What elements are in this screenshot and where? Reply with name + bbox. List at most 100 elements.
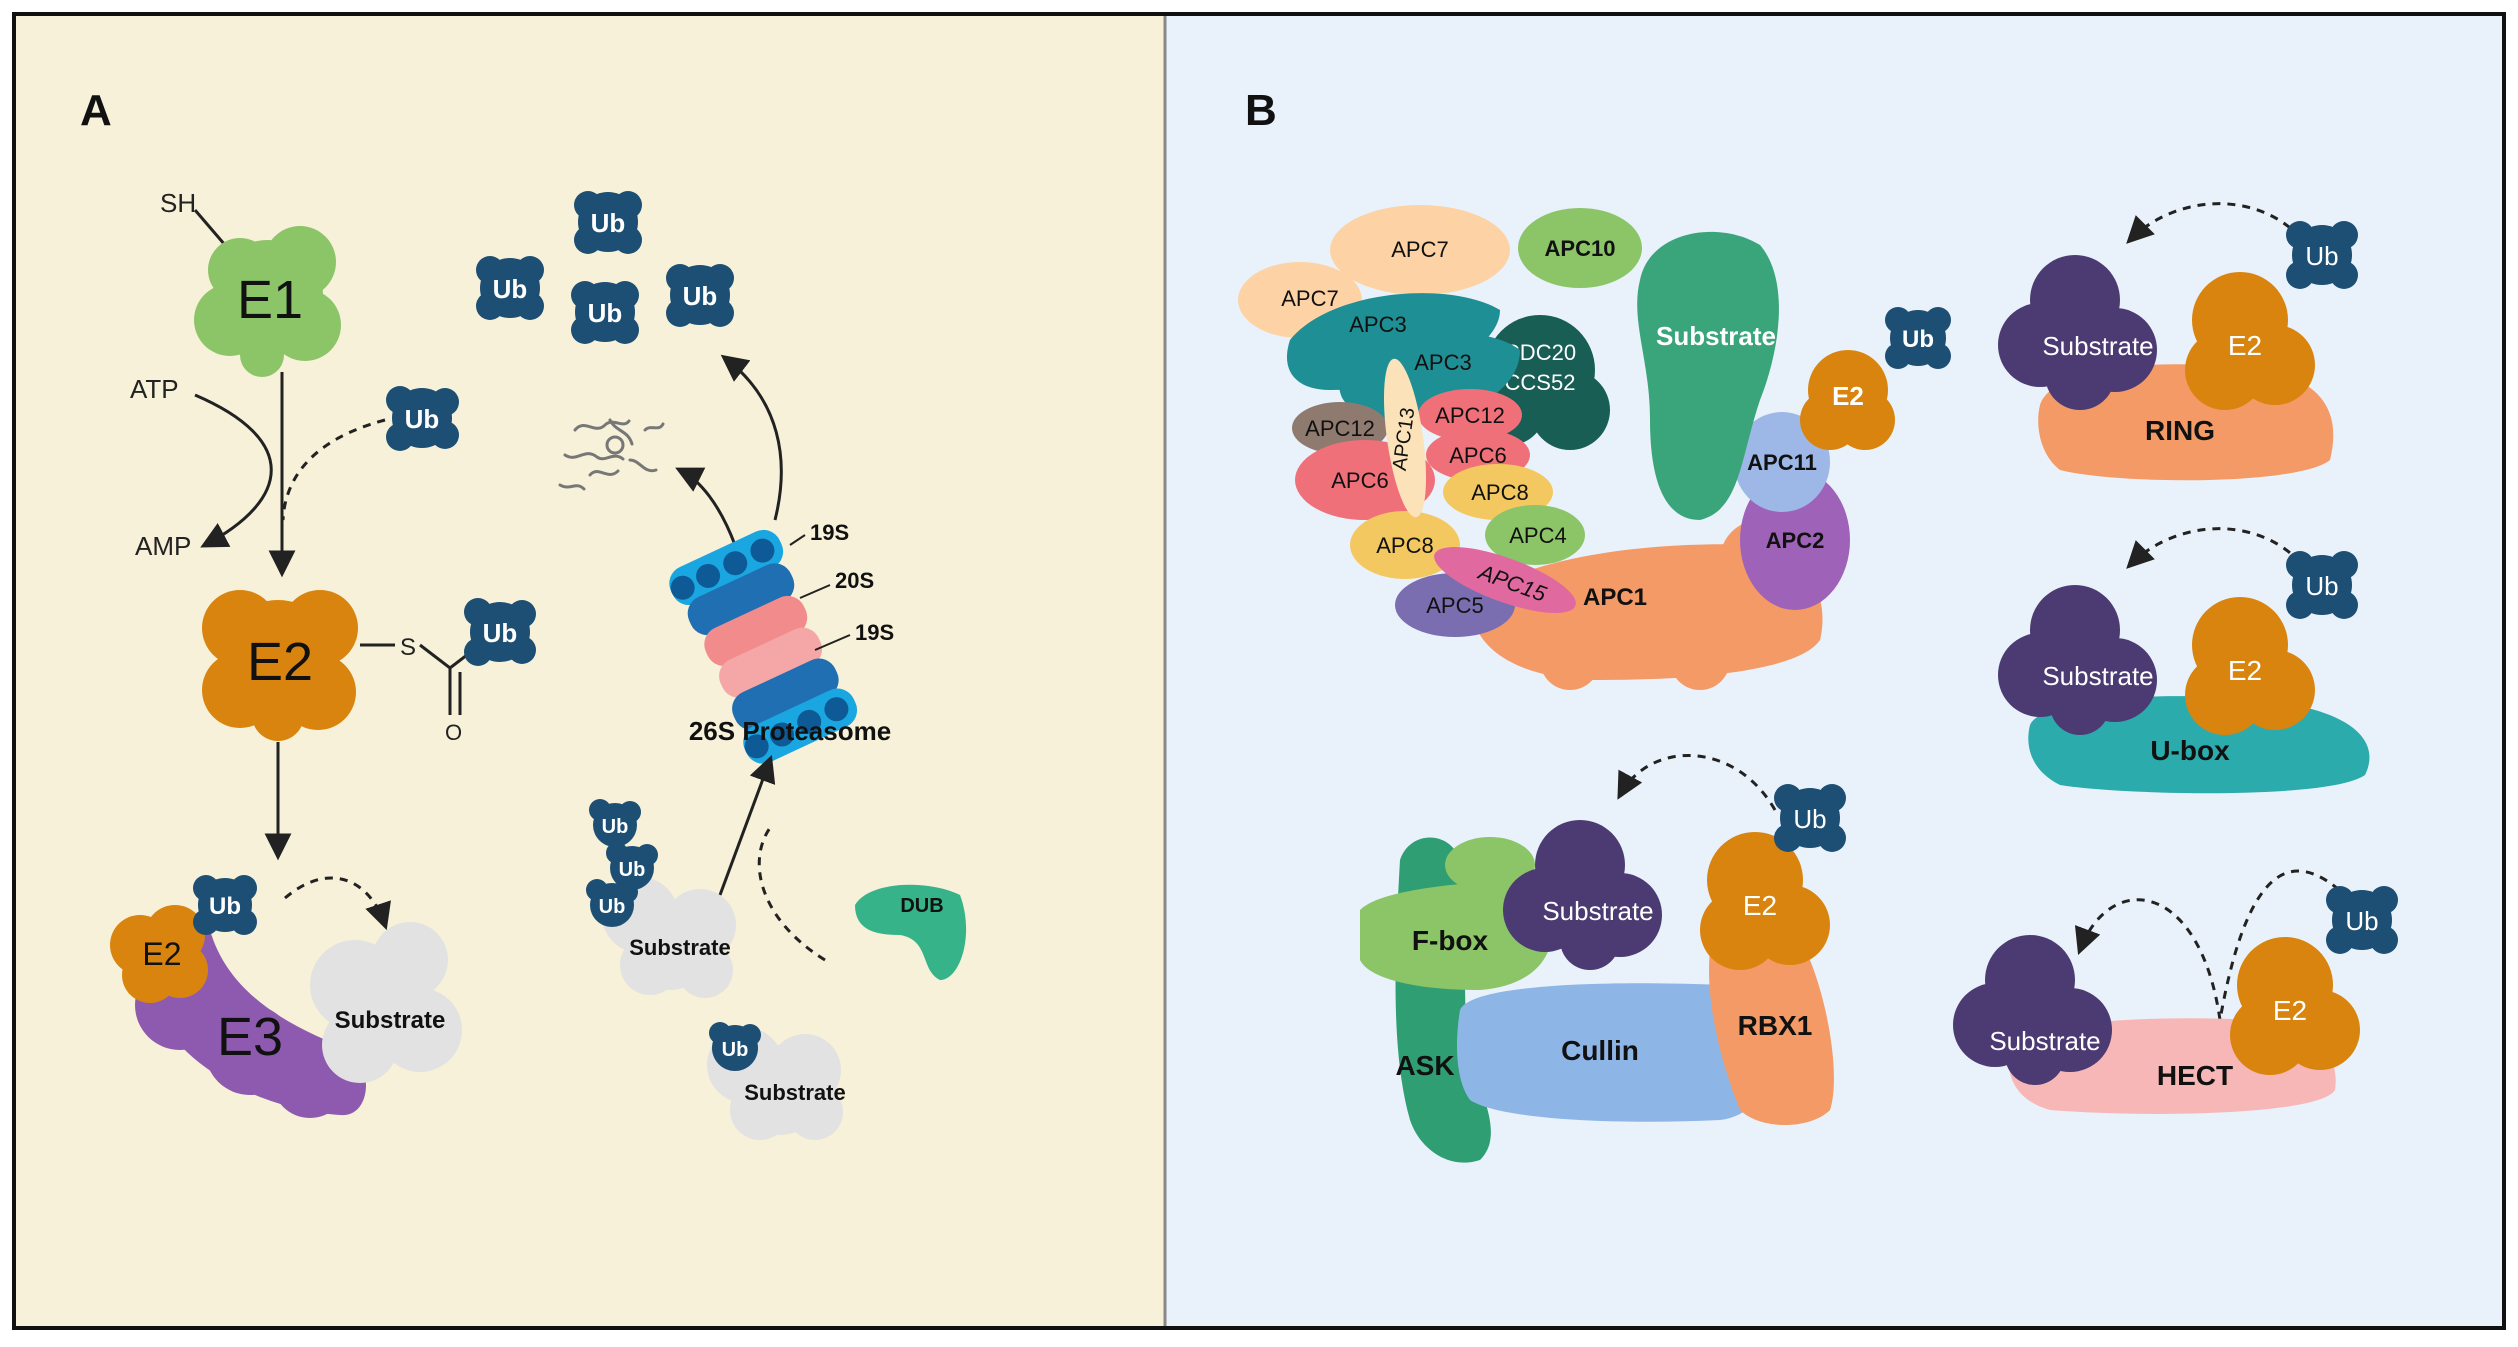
atp-amp-arrow [194, 393, 273, 548]
cullin-label: Cullin [1561, 1035, 1639, 1066]
apc4-subunit [1485, 505, 1585, 565]
o-label: O [445, 720, 462, 745]
sh-bond [193, 209, 227, 246]
apc13-subunit [1383, 358, 1427, 518]
atp-label: ATP [130, 374, 179, 404]
ub-cluster-4: Ub [666, 264, 734, 327]
proteasome-to-fragments-arrow [675, 467, 737, 546]
apc8-left-subunit [1350, 511, 1460, 579]
label-20s: 20S [835, 568, 874, 593]
polyub-ub-3-label: Ub [599, 896, 626, 918]
e1-label: E1 [237, 270, 303, 330]
apc-e2-label: E2 [1832, 381, 1864, 411]
apc11-label: APC11 [1747, 450, 1817, 475]
hect-ub-label: Ub [2345, 906, 2378, 936]
ccs52-label: CCS52 [1505, 370, 1576, 395]
apc4-label: APC4 [1509, 523, 1566, 548]
scf-dashed-arrow [1617, 754, 1777, 811]
apc15-subunit [1434, 547, 1576, 613]
label-19s-bottom-leader [814, 634, 851, 651]
polyub-ub-2: Ub [606, 842, 658, 890]
polyub-substrate-protein [602, 877, 736, 998]
cullin-subunit [1457, 983, 1770, 1122]
ub-to-e1-dashed-arrow [281, 418, 386, 521]
monoub-substrate-label: Substrate [744, 1080, 845, 1105]
figure-frame [12, 12, 2506, 1330]
rbx1-label: RBX1 [1738, 1010, 1813, 1041]
sh-label: SH [160, 188, 196, 218]
apc1-label: APC1 [1583, 584, 1647, 611]
apc5-label: APC5 [1426, 593, 1483, 618]
panel-a-letter: A [80, 86, 112, 135]
scf-e2-label: E2 [1743, 890, 1777, 921]
ring-label: RING [2145, 415, 2215, 446]
panel-b-letter: B [1245, 86, 1277, 135]
scf-ub-label: Ub [1793, 804, 1826, 834]
ubox-e2-enzyme [2185, 597, 2315, 735]
scf-e2-enzyme [1700, 832, 1830, 970]
apc6-left-label: APC6 [1331, 468, 1388, 493]
apc3-back-label: APC3 [1349, 312, 1406, 337]
dub-protein [855, 884, 967, 980]
scf-substrate-protein [1503, 820, 1662, 970]
label-19s-top: 19S [810, 520, 849, 545]
scf-ub-icon: Ub [1774, 784, 1846, 852]
ub-transfer-dashed-arrow [284, 876, 391, 931]
ring-substrate-label: Substrate [2042, 331, 2153, 361]
ub-free-icon: Ub [386, 386, 459, 451]
hect-substrate-protein [1953, 935, 2112, 1085]
hect-ub-icon: Ub [2326, 886, 2398, 954]
ub-cluster-1-label: Ub [591, 208, 626, 238]
ub-cluster-3-label: Ub [588, 298, 623, 328]
ubox-substrate-protein [1998, 585, 2157, 735]
apc-substrate-label: Substrate [1656, 321, 1776, 351]
apc3-front-label: APC3 [1414, 350, 1471, 375]
apc8-right-label: APC8 [1471, 480, 1528, 505]
rbx1-subunit [1709, 936, 1834, 1125]
polyub-substrate-label: Substrate [629, 935, 730, 960]
apc12-right-subunit [1418, 389, 1522, 441]
substrate-to-proteasome-arrow [718, 754, 776, 896]
ubox-ub-label: Ub [2305, 571, 2338, 601]
apc12-right-label: APC12 [1435, 403, 1505, 428]
polyub-ub-3: Ub [586, 879, 638, 927]
substrate-e3-protein [310, 922, 462, 1083]
proteasome-label: 26S Proteasome [689, 716, 891, 746]
polyub-ub-2-label: Ub [619, 859, 646, 881]
ub-e2-label: Ub [483, 618, 518, 648]
ring-e2-label: E2 [2228, 330, 2262, 361]
proteasome-to-ub-arrow [720, 354, 783, 521]
apc2-label: APC2 [1766, 528, 1825, 553]
scf-substrate-label: Substrate [1542, 896, 1653, 926]
label-19s-bottom: 19S [855, 620, 894, 645]
hect-label: HECT [2157, 1060, 2233, 1091]
ubox-ub-icon: Ub [2286, 551, 2358, 619]
apc-ub-label: Ub [1902, 326, 1934, 353]
dub-label: DUB [900, 895, 943, 917]
label-19s-top-leader [789, 534, 806, 546]
apc7-front-subunit [1330, 205, 1510, 295]
ub-cluster-4-label: Ub [683, 281, 718, 311]
e3-label: E3 [217, 1007, 283, 1067]
amp-label: AMP [135, 531, 191, 561]
ask-label: ASK [1395, 1050, 1454, 1081]
ring-e2-enzyme [2185, 272, 2315, 410]
apc6-right-label: APC6 [1449, 443, 1506, 468]
ring-ub-icon: Ub [2286, 221, 2358, 289]
e2-small-enzyme [110, 905, 208, 1003]
peptide-fragments [558, 418, 665, 491]
ub-cluster-2: Ub [476, 256, 544, 320]
e2-enzyme [202, 590, 358, 741]
e1-enzyme [194, 226, 341, 377]
e2-small-label: E2 [142, 936, 181, 972]
ubox-label: U-box [2150, 735, 2230, 766]
hect-substrate-label: Substrate [1989, 1026, 2100, 1056]
hect-dashed-arrow-2 [2074, 869, 2352, 1021]
ubox-e2-label: E2 [2228, 655, 2262, 686]
apc7-back-label: APC7 [1281, 286, 1338, 311]
ub-e2-icon: Ub [464, 598, 536, 666]
polyub-ub-1: Ub [589, 799, 641, 847]
hect-e2-label: E2 [2273, 995, 2307, 1026]
